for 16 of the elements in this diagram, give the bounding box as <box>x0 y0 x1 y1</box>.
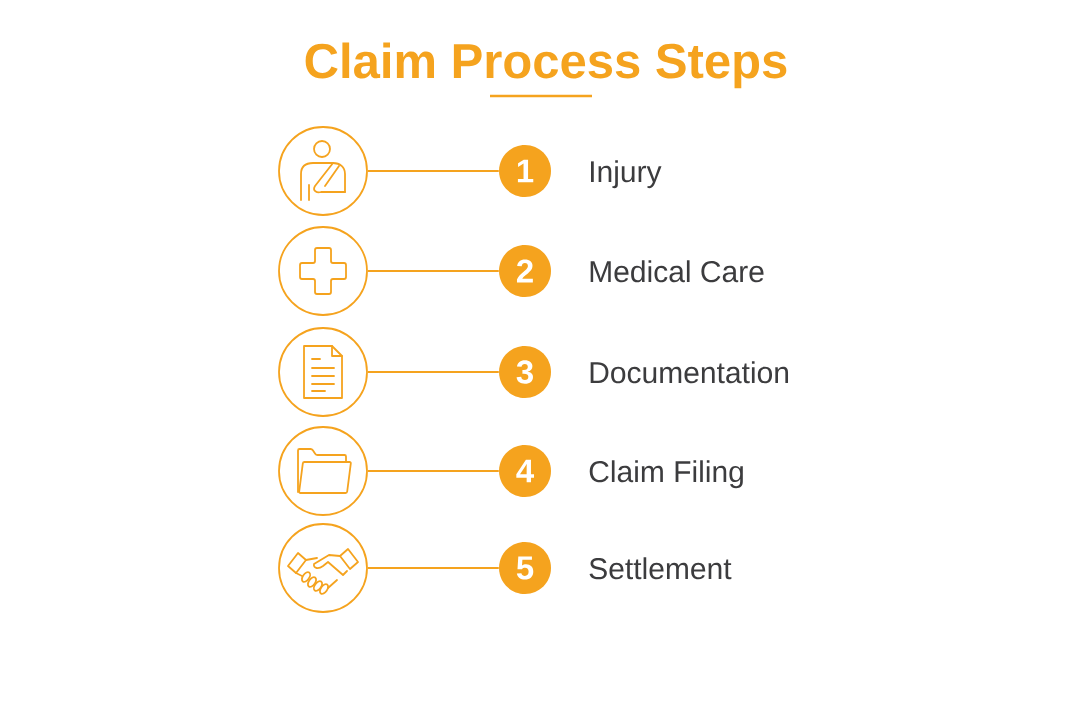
step-label: Claim Filing <box>589 460 743 489</box>
icon-circle <box>278 426 368 516</box>
connector-line <box>367 371 500 373</box>
icon-circle <box>278 327 368 417</box>
connector-line <box>367 170 500 172</box>
title: Claim Process Steps <box>305 42 787 89</box>
connector-line <box>367 270 500 272</box>
step-label: Injury <box>591 160 662 189</box>
icon-circle <box>278 523 368 613</box>
step-label: Documentation <box>590 361 788 384</box>
step-label: Medical Care <box>590 260 764 283</box>
connector-line <box>367 567 500 569</box>
icon-circle <box>278 226 368 316</box>
step-label: Settlement <box>589 557 732 580</box>
icon-circle <box>278 126 368 216</box>
connector-line <box>367 470 500 472</box>
